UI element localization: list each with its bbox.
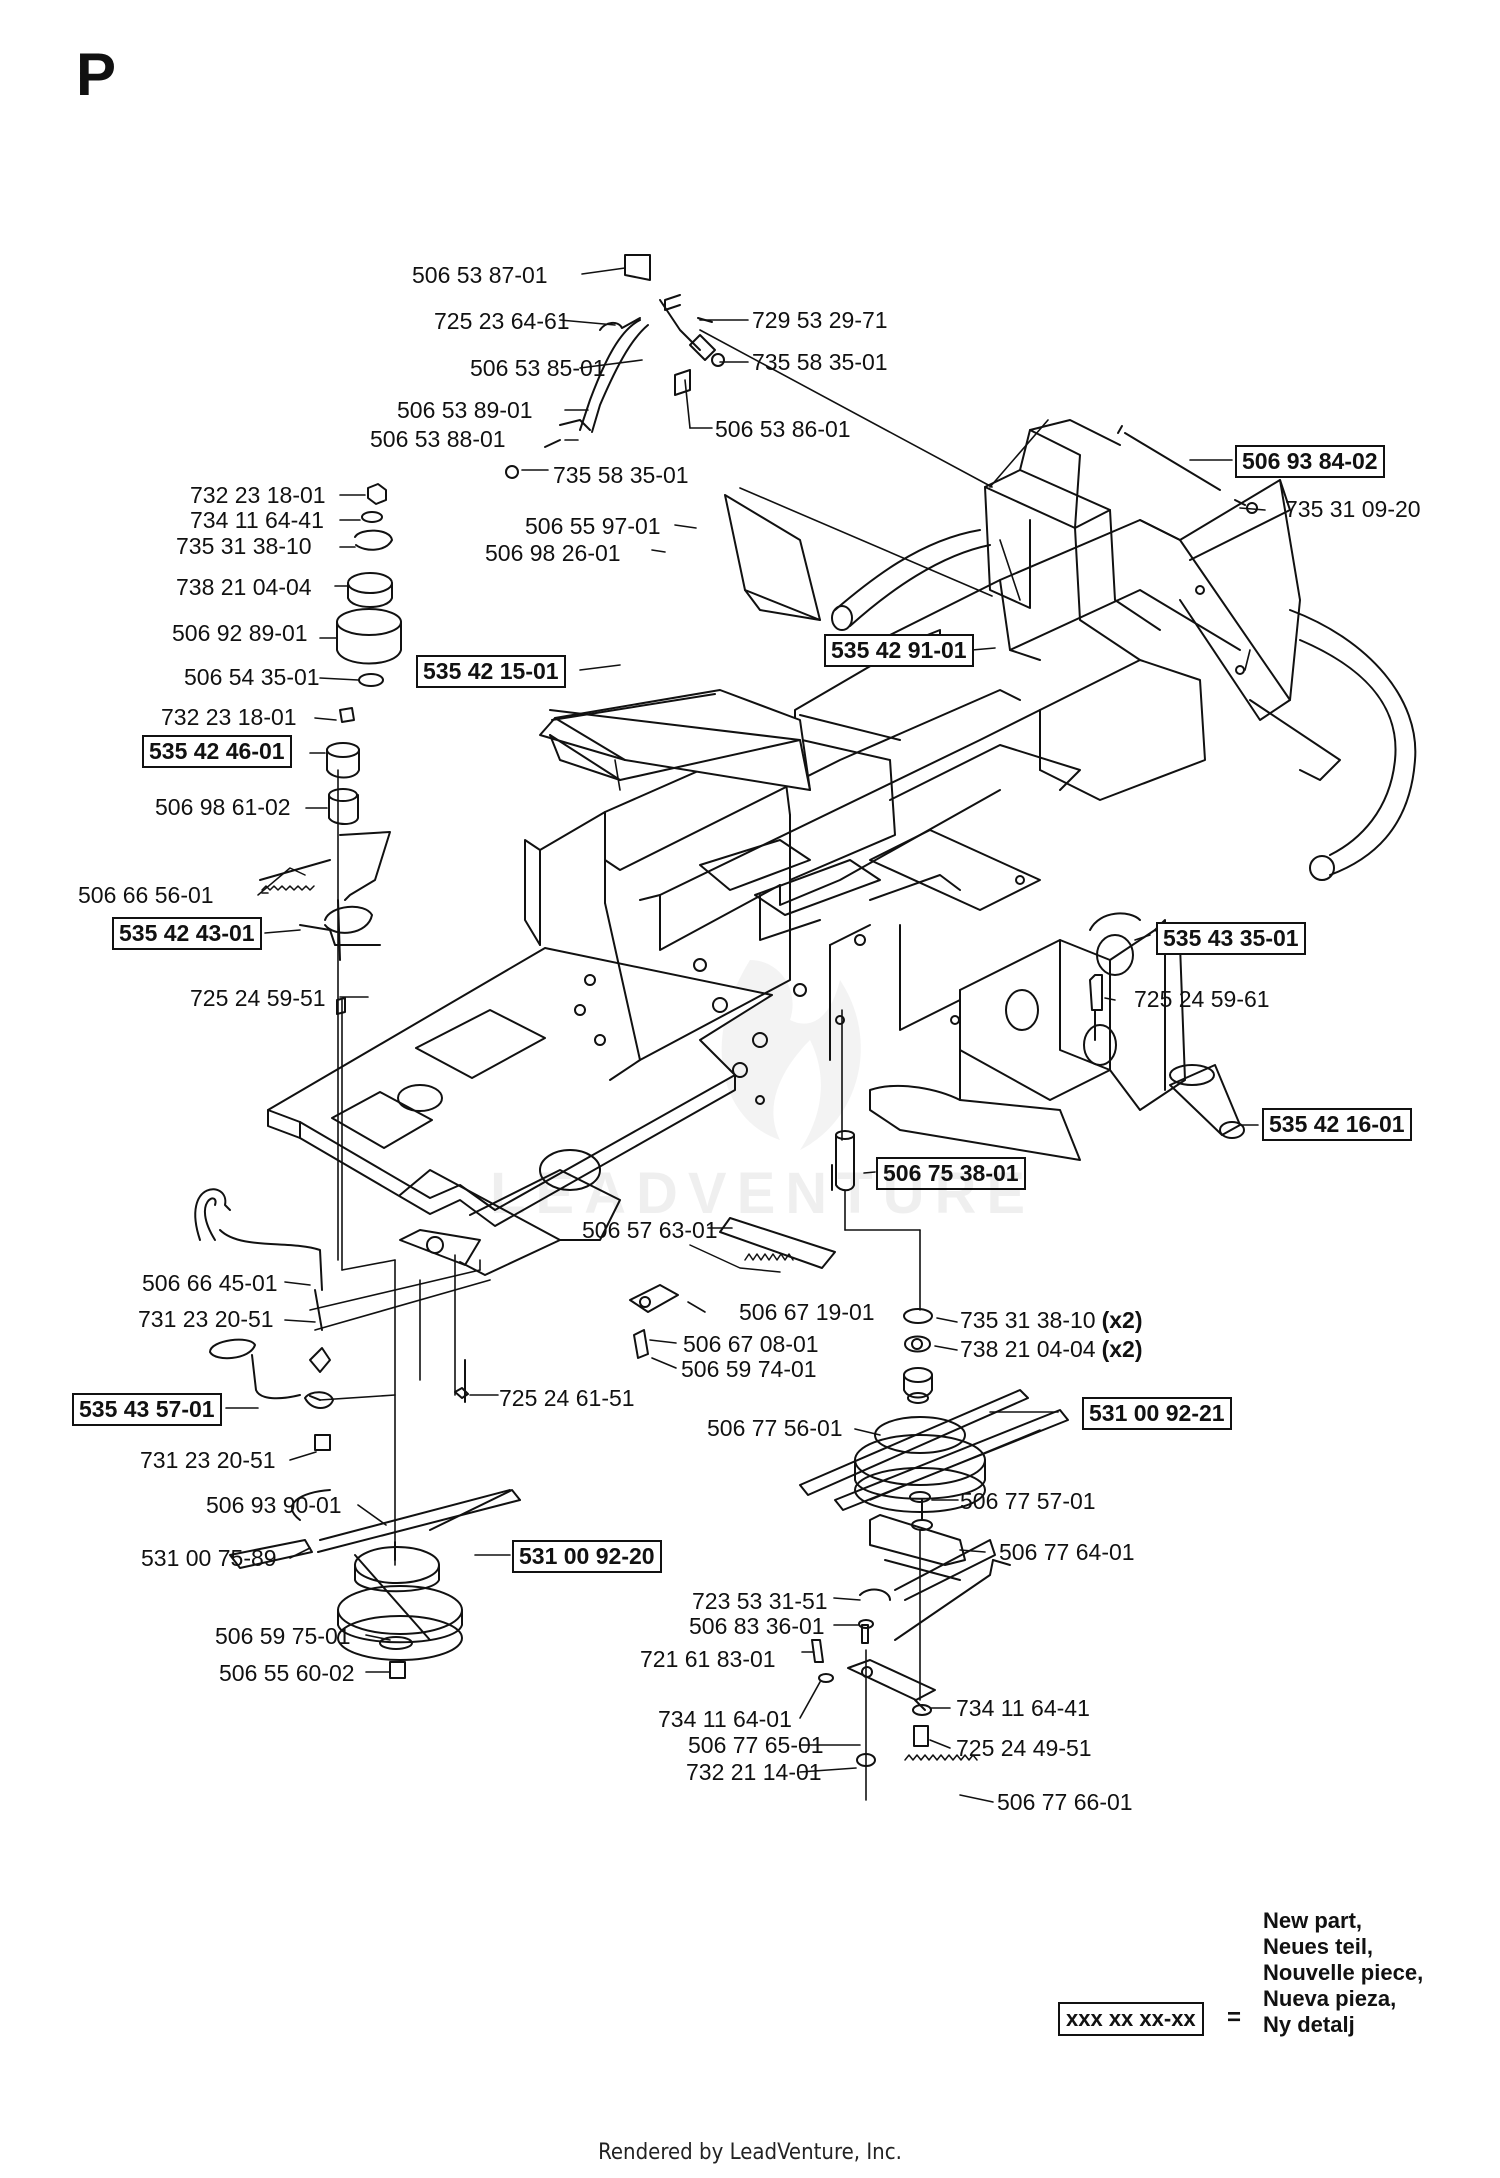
legend-line: Ny detalj <box>1263 2012 1355 2037</box>
part-label[interactable]: 734 11 64-41 <box>190 507 324 533</box>
part-label[interactable]: 506 53 87-01 <box>412 262 548 288</box>
part-label[interactable]: 725 24 59-51 <box>190 985 326 1011</box>
part-label[interactable]: 725 24 59-61 <box>1134 986 1270 1012</box>
right-lower-linkage <box>811 1514 1011 1767</box>
part-label-new[interactable]: 531 00 92-21 <box>1082 1397 1232 1430</box>
part-label[interactable]: 506 67 08-01 <box>683 1331 819 1357</box>
frame-chassis <box>267 419 1417 1276</box>
part-label[interactable]: 506 83 36-01 <box>689 1613 825 1639</box>
part-label[interactable]: 506 77 66-01 <box>997 1789 1133 1815</box>
part-label[interactable]: 506 55 60-02 <box>219 1660 355 1686</box>
legend-line: Nueva pieza, <box>1263 1986 1397 2011</box>
part-label-new[interactable]: 535 42 43-01 <box>112 917 262 950</box>
legend-equals: = <box>1227 2004 1242 2031</box>
part-label[interactable]: 721 61 83-01 <box>640 1646 776 1672</box>
part-label[interactable]: 506 53 89-01 <box>397 397 533 423</box>
part-label[interactable]: 506 77 65-01 <box>688 1732 824 1758</box>
left-linkage <box>194 867 481 1451</box>
part-label[interactable]: 734 11 64-41 <box>956 1695 1090 1721</box>
part-label[interactable]: 734 11 64-01 <box>658 1706 792 1732</box>
legend-line: Neues teil, <box>1263 1934 1374 1959</box>
part-label[interactable]: 506 54 35-01 <box>184 664 320 690</box>
part-label[interactable]: 506 93 90-01 <box>206 1492 342 1518</box>
floor-plate <box>539 494 821 791</box>
part-label[interactable]: 725 23 64-61 <box>434 308 570 334</box>
left-pulley <box>229 1489 521 1679</box>
part-label[interactable]: 506 53 86-01 <box>715 416 851 442</box>
part-label[interactable]: 506 98 61-02 <box>155 794 291 820</box>
part-label-new[interactable]: 535 42 16-01 <box>1262 1108 1412 1141</box>
part-label[interactable]: 731 23 20-51 <box>138 1306 274 1332</box>
part-label-new[interactable]: 506 75 38-01 <box>876 1157 1026 1190</box>
part-label[interactable]: 732 23 18-01 <box>190 482 326 508</box>
part-label[interactable]: 735 58 35-01 <box>752 349 888 375</box>
watermark-text: LEADVENTURE <box>490 1161 1036 1226</box>
section-letter: P <box>76 41 117 108</box>
part-label[interactable]: 723 53 31-51 <box>692 1588 828 1614</box>
part-label[interactable]: 506 53 88-01 <box>370 426 506 452</box>
part-label[interactable]: 735 31 09-20 <box>1285 496 1421 522</box>
part-label-new[interactable]: 535 42 91-01 <box>824 634 974 667</box>
part-label[interactable]: 506 59 74-01 <box>681 1356 817 1382</box>
part-label[interactable]: 531 00 75-89 <box>141 1545 277 1571</box>
part-label[interactable]: 506 55 97-01 <box>525 513 661 539</box>
part-label[interactable]: 735 31 38-10 <box>176 533 312 559</box>
part-label[interactable]: 725 24 61-51 <box>499 1385 635 1411</box>
part-label[interactable]: 506 77 56-01 <box>707 1415 843 1441</box>
legend-line: New part, <box>1263 1908 1363 1933</box>
leader-lines <box>225 267 1266 1803</box>
part-label[interactable]: 506 59 75-01 <box>215 1623 351 1649</box>
part-label-new[interactable]: 531 00 92-20 <box>512 1540 662 1573</box>
part-label[interactable]: 506 66 45-01 <box>142 1270 278 1296</box>
legend-line: Nouvelle piece, <box>1263 1960 1424 1985</box>
part-label[interactable]: 735 58 35-01 <box>553 462 689 488</box>
part-label[interactable]: 732 21 14-01 <box>686 1759 822 1785</box>
footer-credit: Rendered by LeadVenture, Inc. <box>598 2140 902 2165</box>
part-label[interactable]: 738 21 04-04(x2) <box>960 1336 1143 1362</box>
steering-assembly <box>505 254 1258 514</box>
part-label-new[interactable]: 506 93 84-02 <box>1235 445 1385 478</box>
part-label[interactable]: 506 66 56-01 <box>78 882 214 908</box>
legend-text: New part, Neues teil, Nouvelle piece, Nu… <box>1263 1908 1423 2038</box>
part-label[interactable]: 506 53 85-01 <box>470 355 606 381</box>
part-label-new[interactable]: 535 42 15-01 <box>416 655 566 688</box>
part-label[interactable]: 738 21 04-04 <box>176 574 312 600</box>
part-label[interactable]: 506 98 26-01 <box>485 540 621 566</box>
part-label-new[interactable]: 535 43 35-01 <box>1156 922 1306 955</box>
part-label[interactable]: 732 23 18-01 <box>161 704 297 730</box>
part-label[interactable]: 506 77 57-01 <box>960 1488 1096 1514</box>
part-label[interactable]: 506 92 89-01 <box>172 620 308 646</box>
part-label[interactable]: 506 57 63-01 <box>582 1217 718 1243</box>
right-pulley <box>799 1308 1069 1531</box>
part-label[interactable]: 729 53 29-71 <box>752 307 888 333</box>
legend-sample-box: xxx xx xx-xx <box>1058 2002 1204 2036</box>
part-label[interactable]: 731 23 20-51 <box>140 1447 276 1473</box>
part-label[interactable]: 506 77 64-01 <box>999 1539 1135 1565</box>
part-label-new[interactable]: 535 42 46-01 <box>142 735 292 768</box>
part-label[interactable]: 725 24 49-51 <box>956 1735 1092 1761</box>
part-label-new[interactable]: 535 43 57-01 <box>72 1393 222 1426</box>
assembly-lines <box>309 329 1251 1801</box>
part-label[interactable]: 735 31 38-10(x2) <box>960 1307 1143 1333</box>
part-label[interactable]: 506 67 19-01 <box>739 1299 875 1325</box>
